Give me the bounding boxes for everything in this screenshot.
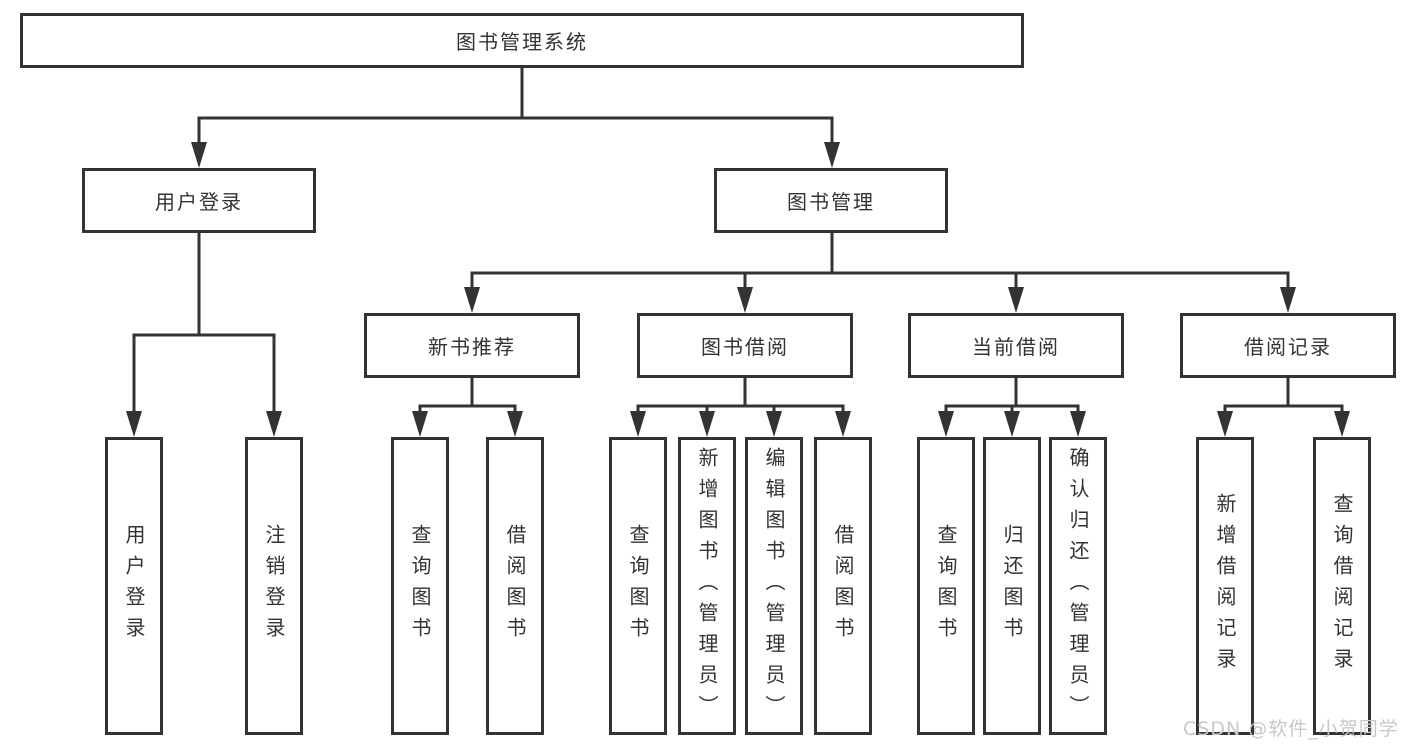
leaf-add-books-admin: 新增图书（管理员） (678, 437, 736, 735)
leaf-label: 确认归还（管理员） (1066, 446, 1090, 726)
node-borrow-records: 借阅记录 (1180, 313, 1396, 378)
leaf-logout: 注销登录 (245, 437, 303, 735)
leaf-edit-books-admin: 编辑图书（管理员） (745, 437, 803, 735)
leaf-label: 查询图书 (934, 524, 958, 648)
leaf-query-borrow-record: 查询借阅记录 (1313, 437, 1371, 735)
leaf-label: 用户登录 (122, 524, 146, 648)
leaf-borrow-books-recommend: 借阅图书 (486, 437, 544, 735)
leaf-label: 借阅图书 (831, 524, 855, 648)
leaf-label: 借阅图书 (503, 524, 527, 648)
leaf-label: 新增借阅记录 (1213, 493, 1237, 679)
node-user-login-branch: 用户登录 (82, 168, 316, 233)
node-current-borrow: 当前借阅 (908, 313, 1124, 378)
leaf-label: 查询图书 (408, 524, 432, 648)
leaf-query-books-borrow: 查询图书 (609, 437, 667, 735)
leaf-add-borrow-record: 新增借阅记录 (1196, 437, 1254, 735)
leaf-label: 查询图书 (626, 524, 650, 648)
leaf-label: 新增图书（管理员） (695, 446, 719, 726)
leaf-label: 归还图书 (1000, 524, 1024, 648)
leaf-user-login: 用户登录 (105, 437, 163, 735)
csdn-watermark: CSDN @软件_小贺同学 (1183, 718, 1399, 740)
leaf-borrow-books: 借阅图书 (814, 437, 872, 735)
arrowheads (126, 142, 1350, 437)
node-new-book-recommend: 新书推荐 (364, 313, 580, 378)
node-book-management: 图书管理 (714, 168, 948, 233)
node-root-system: 图书管理系统 (20, 13, 1024, 68)
leaf-label: 查询借阅记录 (1330, 493, 1354, 679)
node-book-borrow: 图书借阅 (637, 313, 853, 378)
leaf-query-books-recommend: 查询图书 (391, 437, 449, 735)
leaf-return-books: 归还图书 (983, 437, 1041, 735)
leaf-label: 编辑图书（管理员） (762, 446, 786, 726)
leaf-confirm-return-admin: 确认归还（管理员） (1049, 437, 1107, 735)
leaf-query-books-current: 查询图书 (917, 437, 975, 735)
leaf-label: 注销登录 (262, 524, 286, 648)
